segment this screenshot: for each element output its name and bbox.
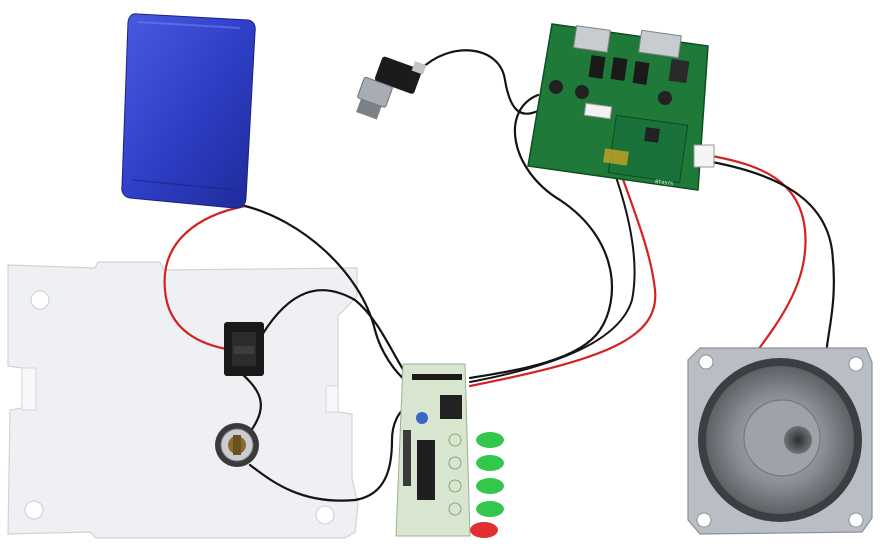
vu-meter-led-board xyxy=(395,363,504,538)
audio-jack xyxy=(356,56,427,120)
pcb-label: BT4575 xyxy=(655,179,674,187)
speaker xyxy=(687,347,873,535)
potentiometer xyxy=(215,423,259,467)
led-bar-icon xyxy=(448,432,504,538)
acrylic-mounting-panel xyxy=(7,261,359,539)
lithium-battery-pack xyxy=(121,13,256,209)
bluetooth-amplifier-board: BT4575 xyxy=(527,23,715,191)
rocker-switch xyxy=(224,322,264,376)
